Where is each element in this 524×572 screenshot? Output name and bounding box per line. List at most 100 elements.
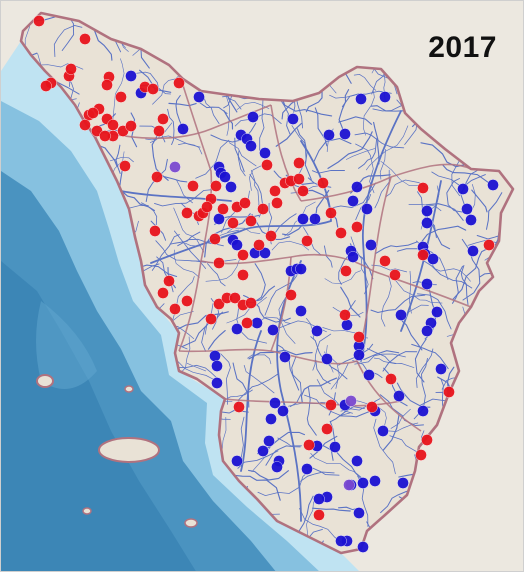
river bbox=[175, 94, 185, 131]
blue-station-marker bbox=[313, 493, 325, 505]
river bbox=[304, 394, 351, 416]
red-station-marker bbox=[245, 215, 257, 227]
red-station-marker bbox=[79, 33, 91, 45]
red-station-marker bbox=[317, 177, 329, 189]
blue-station-marker bbox=[259, 147, 271, 159]
river bbox=[362, 89, 375, 136]
red-station-marker bbox=[237, 269, 249, 281]
red-station-marker bbox=[379, 255, 391, 267]
river bbox=[154, 189, 213, 207]
blue-station-marker bbox=[257, 445, 269, 457]
river bbox=[451, 158, 461, 197]
blue-station-marker bbox=[435, 363, 447, 375]
blue-station-marker bbox=[311, 325, 323, 337]
red-station-marker bbox=[227, 217, 239, 229]
blue-station-marker bbox=[363, 369, 375, 381]
red-station-marker bbox=[187, 180, 199, 192]
red-station-marker bbox=[157, 287, 169, 299]
blue-station-marker bbox=[225, 181, 237, 193]
river bbox=[381, 275, 392, 327]
river bbox=[248, 349, 313, 360]
blue-station-marker bbox=[231, 239, 243, 251]
blue-station-marker bbox=[301, 463, 313, 475]
blue-station-marker bbox=[395, 309, 407, 321]
purple-station-marker bbox=[343, 479, 355, 491]
river bbox=[315, 359, 331, 385]
river bbox=[112, 58, 125, 120]
river bbox=[163, 176, 188, 183]
river bbox=[167, 108, 175, 146]
river bbox=[280, 95, 333, 117]
basin-border bbox=[270, 104, 302, 202]
river bbox=[416, 293, 452, 330]
river bbox=[136, 71, 171, 95]
red-station-marker bbox=[181, 207, 193, 219]
river bbox=[199, 102, 228, 114]
river bbox=[204, 213, 251, 258]
red-station-marker bbox=[385, 373, 397, 385]
red-station-marker bbox=[265, 230, 277, 242]
blue-station-marker bbox=[369, 475, 381, 487]
red-station-marker bbox=[269, 185, 281, 197]
red-station-marker bbox=[293, 173, 305, 185]
blue-station-marker bbox=[323, 129, 335, 141]
river bbox=[452, 248, 488, 300]
river bbox=[370, 294, 426, 314]
blue-station-marker bbox=[377, 425, 389, 437]
red-station-marker bbox=[325, 207, 337, 219]
main-river bbox=[240, 330, 262, 472]
river bbox=[355, 143, 375, 194]
red-station-marker bbox=[351, 221, 363, 233]
river bbox=[171, 276, 195, 325]
blue-station-marker bbox=[379, 91, 391, 103]
river bbox=[366, 348, 397, 364]
blue-station-marker bbox=[219, 171, 231, 183]
blue-station-marker bbox=[251, 317, 263, 329]
island-gorgona bbox=[124, 385, 134, 393]
red-station-marker bbox=[157, 113, 169, 125]
blue-station-marker bbox=[417, 405, 429, 417]
blue-station-marker bbox=[231, 455, 243, 467]
red-station-marker bbox=[213, 298, 225, 310]
blue-station-marker bbox=[279, 351, 291, 363]
river bbox=[275, 122, 303, 147]
blue-station-marker bbox=[467, 245, 479, 257]
red-station-marker bbox=[210, 180, 222, 192]
basin-border bbox=[178, 78, 213, 352]
river bbox=[379, 394, 424, 426]
river bbox=[414, 338, 427, 383]
river bbox=[305, 85, 323, 113]
red-station-marker bbox=[125, 120, 137, 132]
river bbox=[420, 258, 473, 289]
river bbox=[353, 74, 377, 91]
red-station-marker bbox=[115, 91, 127, 103]
red-station-marker bbox=[205, 313, 217, 325]
river bbox=[395, 280, 443, 304]
red-station-marker bbox=[245, 297, 257, 309]
red-station-marker bbox=[153, 125, 165, 137]
blue-station-marker bbox=[287, 113, 299, 125]
river bbox=[390, 408, 411, 429]
river bbox=[306, 387, 317, 436]
blue-station-marker bbox=[353, 349, 365, 361]
red-station-marker bbox=[101, 79, 113, 91]
river bbox=[300, 377, 338, 403]
blue-station-marker bbox=[353, 507, 365, 519]
purple-station-marker bbox=[345, 395, 357, 407]
river bbox=[419, 225, 467, 245]
river bbox=[345, 148, 376, 160]
blue-station-marker bbox=[335, 535, 347, 547]
red-station-marker bbox=[313, 509, 325, 521]
red-station-marker bbox=[163, 275, 175, 287]
river bbox=[271, 240, 310, 251]
red-station-marker bbox=[107, 119, 119, 131]
river bbox=[210, 122, 257, 143]
river bbox=[115, 144, 121, 174]
red-station-marker bbox=[297, 185, 309, 197]
blue-station-marker bbox=[309, 213, 321, 225]
red-station-marker bbox=[293, 157, 305, 169]
blue-station-marker bbox=[267, 324, 279, 336]
red-station-marker bbox=[285, 289, 297, 301]
river bbox=[411, 343, 449, 370]
